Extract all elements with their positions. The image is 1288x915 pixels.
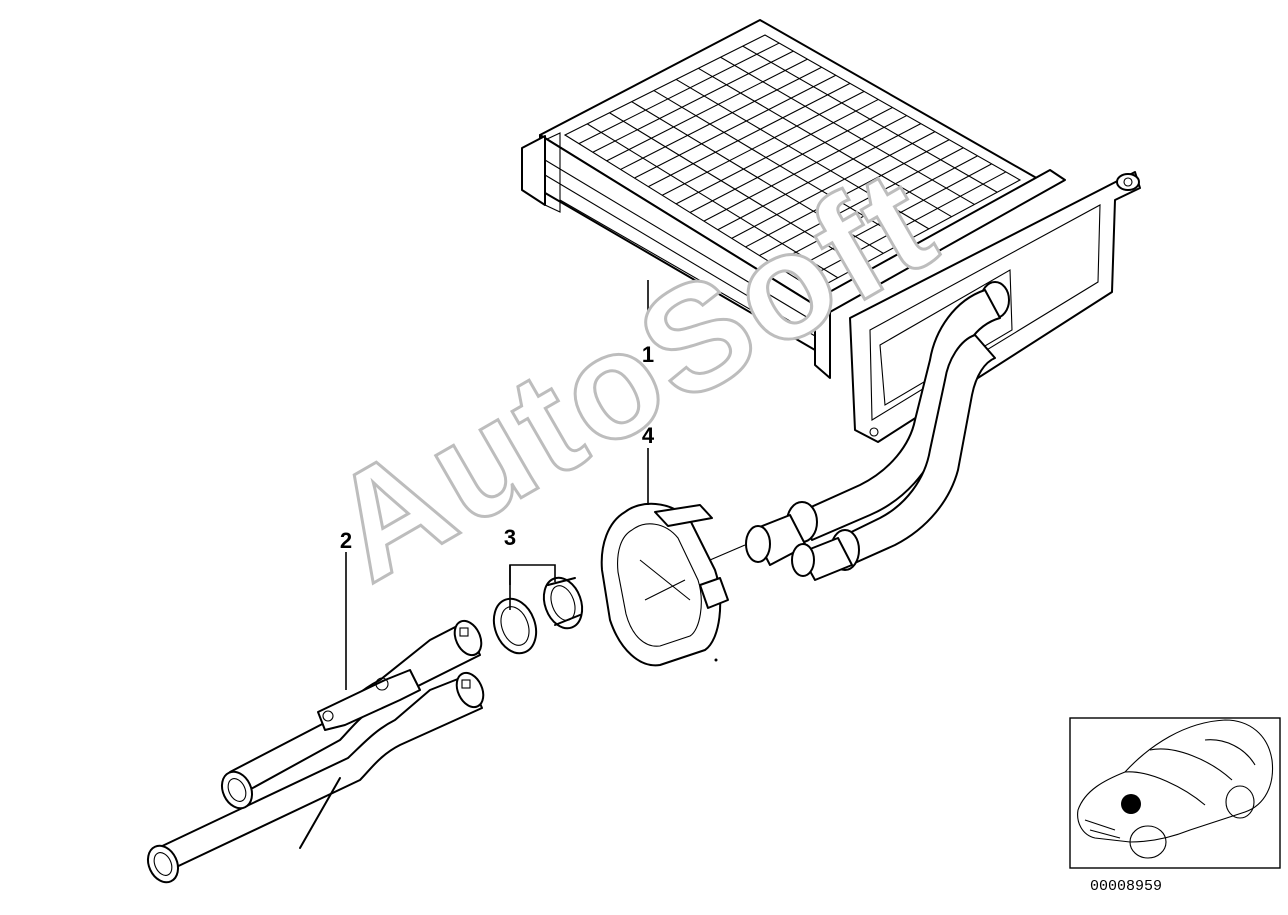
fin-line bbox=[648, 82, 851, 188]
lower-pipe-assembly bbox=[146, 619, 485, 884]
fin-line bbox=[786, 163, 992, 274]
fin-line bbox=[675, 78, 930, 230]
fin-line bbox=[703, 115, 907, 222]
fin-line bbox=[689, 107, 893, 213]
fin-line bbox=[731, 131, 936, 239]
callout-leaders bbox=[345, 280, 649, 690]
callout-4[interactable]: 4 bbox=[642, 423, 655, 448]
fin-line bbox=[620, 66, 822, 170]
fin-line bbox=[759, 147, 964, 257]
fin-line bbox=[634, 74, 837, 179]
heater-core bbox=[521, 19, 1141, 443]
fin-line bbox=[609, 112, 861, 267]
fin-line bbox=[653, 90, 907, 242]
fin-line bbox=[578, 42, 780, 145]
fin-line bbox=[800, 171, 1007, 282]
fin-line bbox=[606, 58, 808, 162]
fin-line bbox=[586, 123, 839, 279]
fin-line bbox=[698, 67, 952, 218]
document-id: 00008959 bbox=[1090, 878, 1162, 895]
fin-line bbox=[592, 50, 794, 153]
callout-3[interactable]: 3 bbox=[504, 525, 516, 550]
hose-clamps bbox=[492, 576, 584, 655]
pipe-grommet bbox=[600, 502, 746, 667]
heater-core-fins bbox=[578, 42, 1007, 282]
fin-line bbox=[742, 45, 998, 193]
fin-line bbox=[675, 98, 879, 205]
fin-line bbox=[631, 101, 884, 254]
fin-line bbox=[717, 123, 922, 231]
callout-2[interactable]: 2 bbox=[340, 528, 352, 553]
fin-line bbox=[745, 139, 950, 248]
heater-pipe-assembly bbox=[745, 289, 1001, 581]
car-locator-icon bbox=[1069, 717, 1281, 869]
fin-line bbox=[720, 56, 975, 205]
callout-1[interactable]: 1 bbox=[642, 342, 654, 367]
fin-line bbox=[661, 90, 865, 196]
fin-line bbox=[773, 155, 978, 265]
